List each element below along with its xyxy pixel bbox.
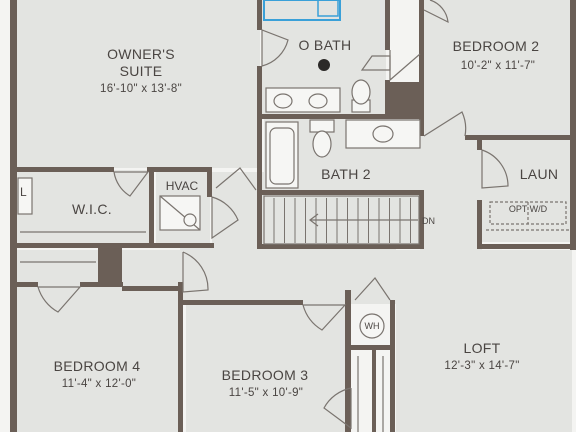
bedroom-3-name: BEDROOM 3	[222, 367, 309, 383]
wic-name: W.I.C.	[72, 201, 112, 217]
water-heater-label: WH	[365, 321, 380, 331]
owners-suite-dimensions: 16'-10" x 13'-8"	[100, 83, 182, 95]
owners-suite-name-line1: OWNER'S	[107, 46, 175, 62]
o-bath-name: O BATH	[299, 37, 352, 53]
laun-name: LAUN	[520, 166, 559, 182]
owners-suite-name-line2: SUITE	[120, 63, 163, 79]
stair-arrow	[309, 213, 418, 227]
washer-dryer-label: OPT W/D	[509, 204, 548, 214]
bedroom-3-dimensions: 11'-5" x 10'-9"	[229, 387, 303, 399]
bedroom-4-dimensions: 11'-4" x 12'-0"	[62, 378, 136, 390]
stair-direction-label: DN	[422, 216, 435, 226]
walls	[10, 0, 576, 432]
loft-dimensions: 12'-3" x 14'-7"	[444, 360, 519, 372]
doors	[37, 0, 509, 430]
loft-name: LOFT	[464, 340, 501, 356]
bedroom-2-dimensions: 10'-2" x 11'-7"	[461, 60, 535, 72]
bedroom-2-name: BEDROOM 2	[453, 38, 540, 54]
hvac-name: HVAC	[166, 179, 199, 193]
bath-2-name: BATH 2	[321, 166, 371, 182]
fixtures	[17, 0, 570, 432]
bedroom-4-name: BEDROOM 4	[54, 358, 141, 374]
closet-mark: L	[20, 185, 27, 199]
